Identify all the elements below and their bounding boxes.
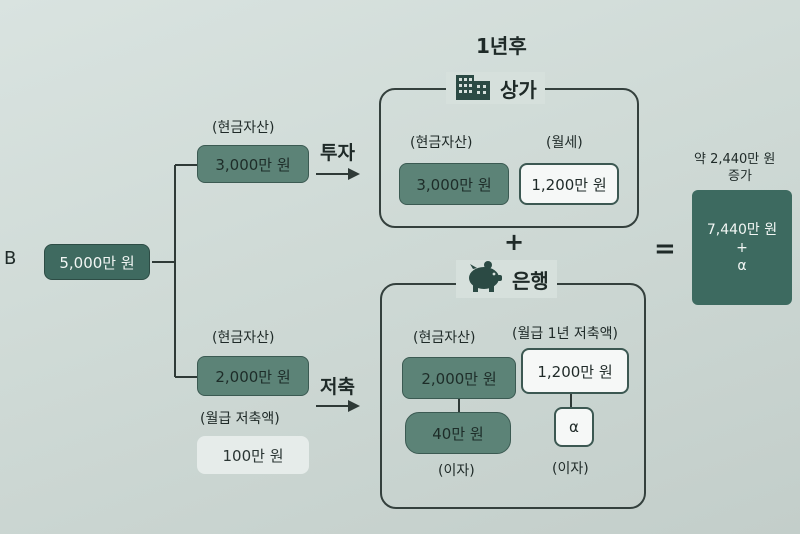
alpha-caption: (이자)	[552, 461, 589, 477]
bottom-cash-caption: (현금자산)	[212, 330, 275, 346]
bank-asset-amount: 2,000만 원	[402, 357, 516, 399]
store-title-text: 상가	[500, 77, 537, 102]
top-cash-caption: (현금자산)	[212, 120, 275, 136]
rent-caption: (월세)	[546, 135, 583, 151]
save-label: 저축	[320, 376, 355, 398]
rent-amount: 1,200만 원	[519, 163, 619, 205]
bottom-cash-amount: 2,000만 원	[197, 356, 309, 396]
yearly-saving-amount: 1,200만 원	[521, 348, 629, 394]
result-plus: +	[736, 239, 748, 256]
bank-title-text: 은행	[512, 268, 549, 293]
monthly-saving-caption: (월급 저축액)	[200, 411, 280, 427]
increase-line-1: 약 2,440만 원	[694, 152, 776, 167]
piggy-bank-icon	[464, 260, 504, 299]
increase-line-2: 증가	[728, 169, 752, 184]
bank-title: 은행	[456, 260, 557, 298]
top-cash-amount: 3,000만 원	[197, 145, 309, 183]
monthly-saving-amount: 100만 원	[197, 436, 309, 474]
store-title: 상가	[446, 72, 545, 104]
result-alpha: α	[737, 257, 747, 274]
result-total: 7,440만 원	[706, 221, 778, 238]
invest-label: 투자	[320, 142, 355, 164]
equals-sign: =	[654, 234, 676, 264]
yearly-saving-caption: (월급 1년 저축액)	[512, 326, 619, 342]
invest-arrow-head	[348, 168, 360, 180]
bank-asset-caption: (현금자산)	[413, 330, 476, 346]
save-arrow-head	[348, 400, 360, 412]
year-label: 1년후	[476, 34, 527, 58]
plus-sign: +	[504, 228, 525, 256]
store-group	[379, 88, 639, 228]
building-icon	[454, 71, 492, 106]
source-amount: 5,000만 원	[44, 244, 150, 280]
alpha-box: α	[554, 407, 594, 447]
interest-caption: (이자)	[438, 463, 475, 479]
store-asset-amount: 3,000만 원	[399, 163, 509, 205]
result-box: 7,440만 원 + α	[692, 190, 792, 305]
interest-amount: 40만 원	[405, 412, 511, 454]
store-asset-caption: (현금자산)	[410, 135, 473, 151]
source-prefix: B	[4, 248, 17, 269]
